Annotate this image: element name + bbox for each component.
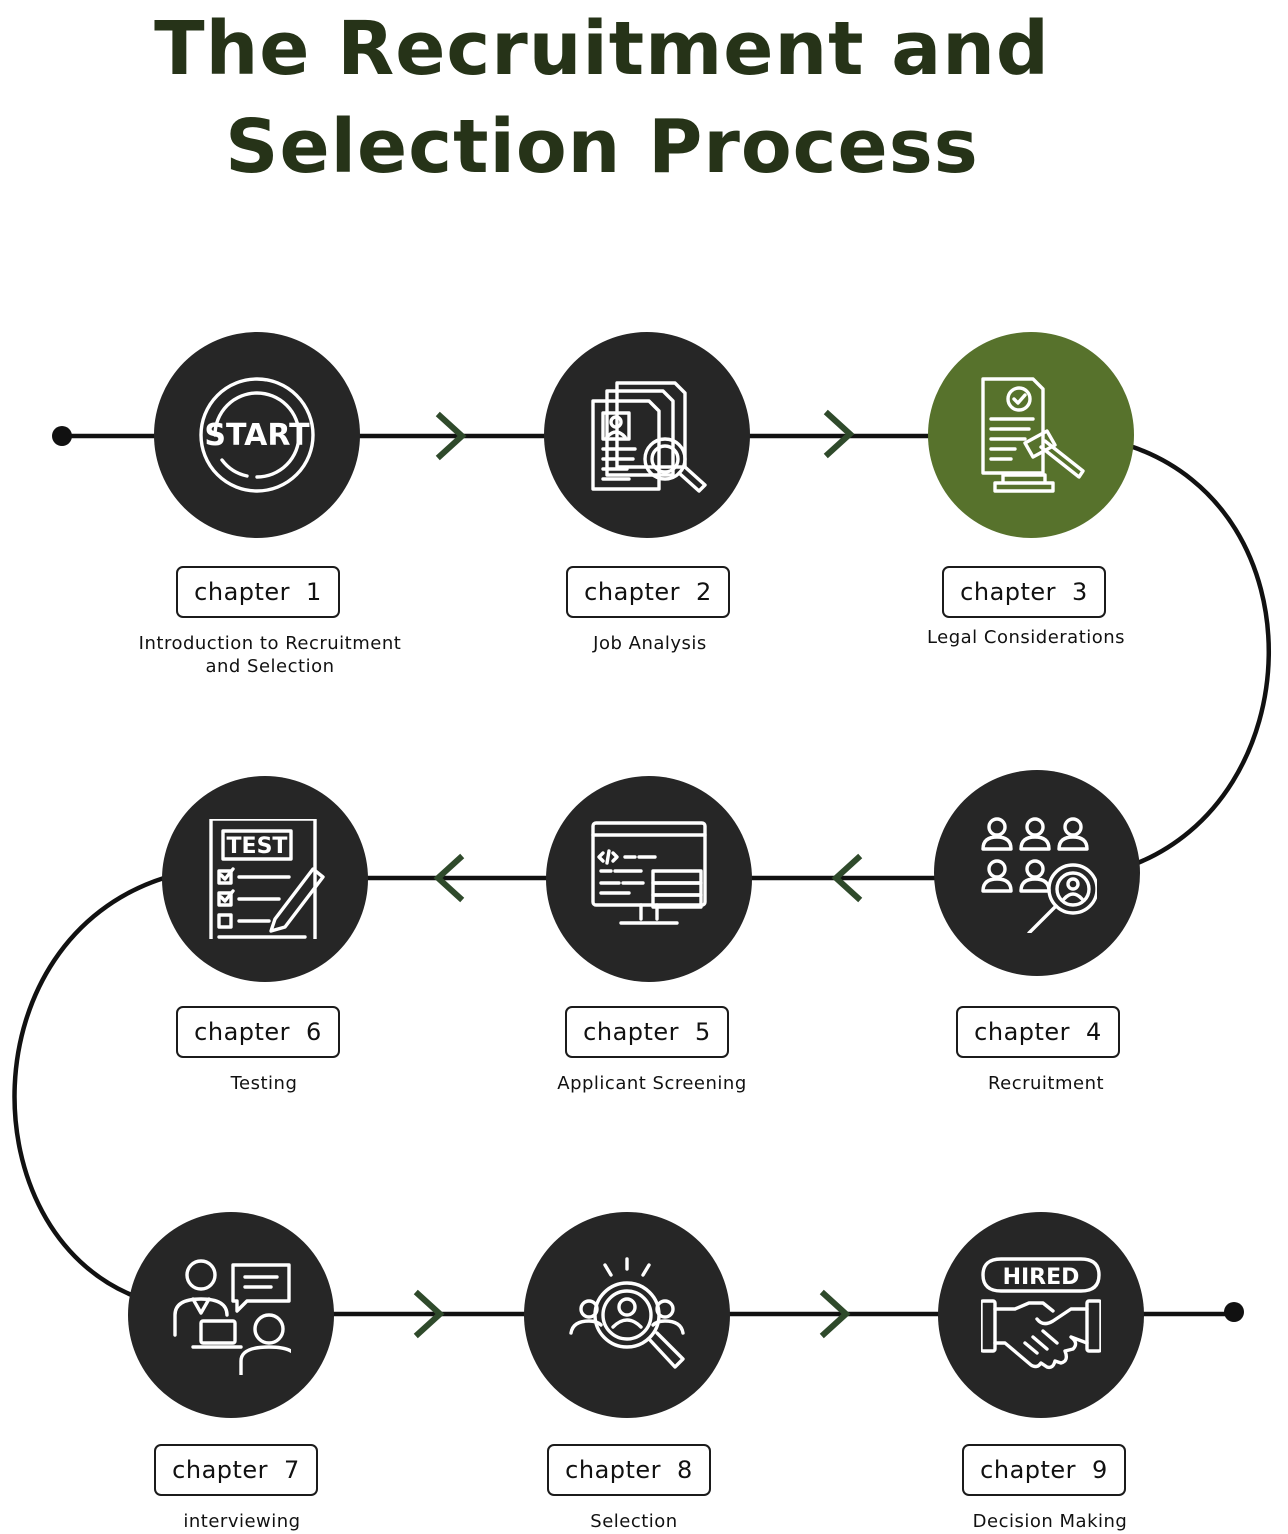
path-curve-left: [12, 875, 167, 1299]
title-line-2: Selection Process: [225, 104, 979, 190]
step-7-circle: [128, 1212, 334, 1418]
step-5-label: Applicant Screening: [557, 1073, 747, 1094]
step-7-label: interviewing: [183, 1511, 301, 1532]
path-end-dot: [1224, 1302, 1244, 1322]
svg-text:HIRED: HIRED: [1003, 1265, 1080, 1290]
computer-screening-icon: [591, 821, 707, 925]
step-3-label: Legal Considerations: [926, 627, 1126, 648]
arrow-left-icon: [433, 853, 465, 903]
people-search-icon: [981, 817, 1097, 933]
step-2-circle: [544, 332, 750, 538]
candidate-selection-icon: [569, 1257, 685, 1369]
test-sheet-icon: TEST: [209, 819, 325, 939]
step-4-label: Recruitment: [987, 1073, 1105, 1094]
step-4-circle: [934, 770, 1140, 976]
step-2-label: Job Analysis: [593, 633, 707, 654]
svg-text:TEST: TEST: [227, 834, 288, 859]
title-line-1: The Recruitment and: [154, 6, 1050, 92]
path-start-dot: [52, 426, 72, 446]
arrow-right-icon: [819, 1289, 851, 1339]
document-search-icon: [591, 381, 707, 493]
legal-gavel-icon: [981, 377, 1085, 493]
svg-text:START: START: [204, 418, 310, 453]
page-title: The Recruitment and Selection Process: [0, 0, 1204, 196]
step-6-label: Testing: [230, 1073, 298, 1094]
step-3-circle: [928, 332, 1134, 538]
step-9-label: Decision Making: [972, 1511, 1128, 1532]
step-9-circle: HIRED: [938, 1212, 1144, 1418]
arrow-left-icon: [831, 853, 863, 903]
step-8-circle: [524, 1212, 730, 1418]
hired-handshake-icon: HIRED: [981, 1257, 1101, 1370]
step-5-circle: [546, 776, 752, 982]
interview-icon: [173, 1259, 291, 1375]
start-icon: START: [199, 377, 315, 493]
arrow-right-icon: [413, 1289, 445, 1339]
arrow-right-icon: [435, 411, 467, 461]
step-8-label: Selection: [590, 1511, 678, 1532]
step-6-circle: TEST: [162, 776, 368, 982]
path-curve-right: [1127, 443, 1271, 869]
arrow-right-icon: [823, 409, 855, 459]
step-1-circle: START: [154, 332, 360, 538]
step-1-label: Introduction to Recruitment and Selectio…: [138, 633, 402, 677]
